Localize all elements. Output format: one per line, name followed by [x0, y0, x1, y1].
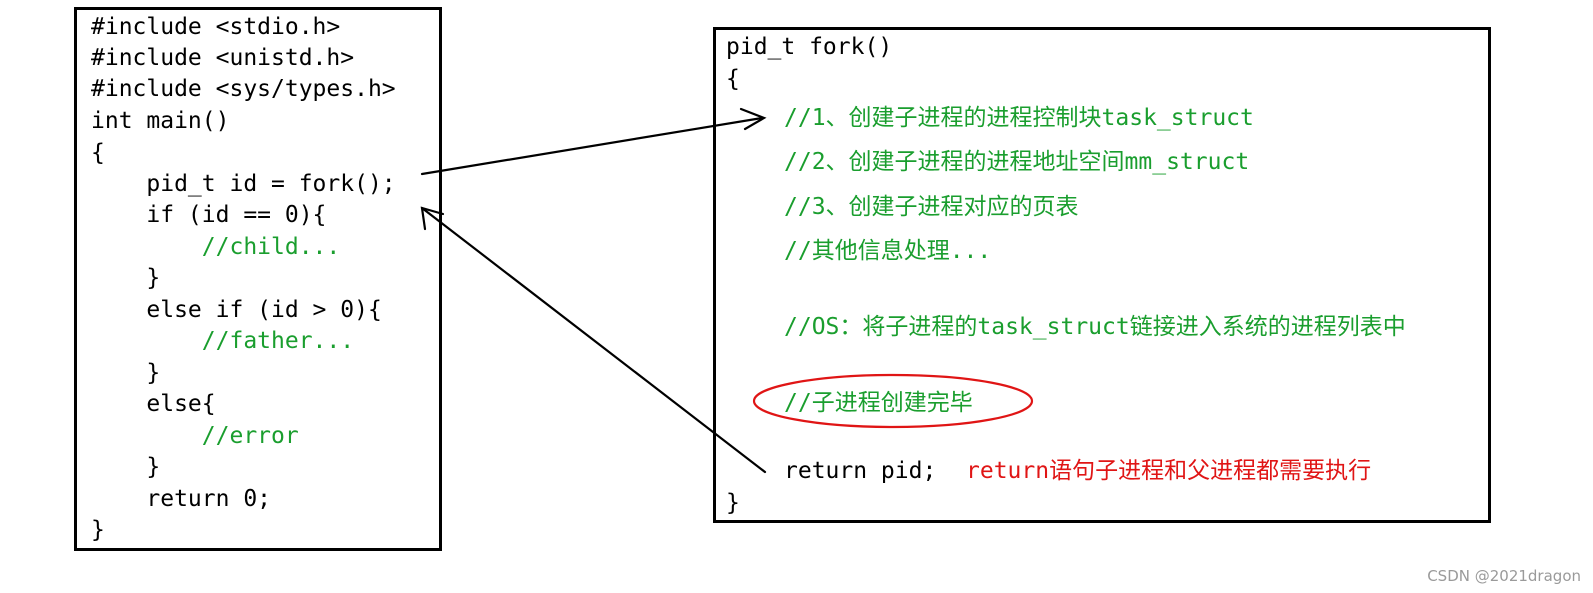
open-brace: {	[726, 66, 740, 92]
fork-signature: pid_t fork()	[726, 34, 893, 60]
code-line: }	[91, 517, 105, 543]
code-line-fork-call: pid_t id = fork();	[91, 171, 396, 197]
comment-error: //error	[91, 423, 299, 449]
call-arrow	[420, 116, 764, 176]
close-brace: }	[726, 490, 740, 516]
comment-step-2: //2、创建子进程的进程地址空间mm_struct	[784, 149, 1250, 175]
comment-father: //father...	[91, 328, 355, 354]
code-line: #include <stdio.h>	[91, 14, 341, 40]
code-line: }	[91, 265, 161, 291]
comment-step-1: //1、创建子进程的进程控制块task_struct	[784, 105, 1254, 131]
code-line: #include <unistd.h>	[91, 45, 355, 71]
return-statement: return pid;	[784, 458, 937, 484]
comment-child: //child...	[91, 234, 341, 260]
comment-other-info: //其他信息处理...	[784, 238, 992, 264]
comment-step-3: //3、创建子进程对应的页表	[784, 194, 1079, 220]
code-line: }	[91, 454, 161, 480]
comment-os-link: //OS：将子进程的task_struct链接进入系统的进程列表中	[784, 314, 1406, 340]
code-line: int main()	[91, 108, 230, 134]
code-line: {	[91, 140, 105, 166]
watermark: CSDN @2021dragon	[1427, 567, 1581, 585]
main-code-box: #include <stdio.h> #include <unistd.h> #…	[74, 7, 442, 551]
code-line: if (id == 0){	[91, 202, 327, 228]
code-line: #include <sys/types.h>	[91, 76, 396, 102]
return-note: return语句子进程和父进程都需要执行	[966, 458, 1372, 484]
fork-code-box: pid_t fork() { //1、创建子进程的进程控制块task_struc…	[713, 27, 1491, 523]
comment-child-created: //子进程创建完毕	[784, 390, 973, 416]
code-line: else{	[91, 391, 216, 417]
code-line: }	[91, 360, 161, 386]
code-line: else if (id > 0){	[91, 297, 382, 323]
code-line: return 0;	[91, 486, 272, 512]
